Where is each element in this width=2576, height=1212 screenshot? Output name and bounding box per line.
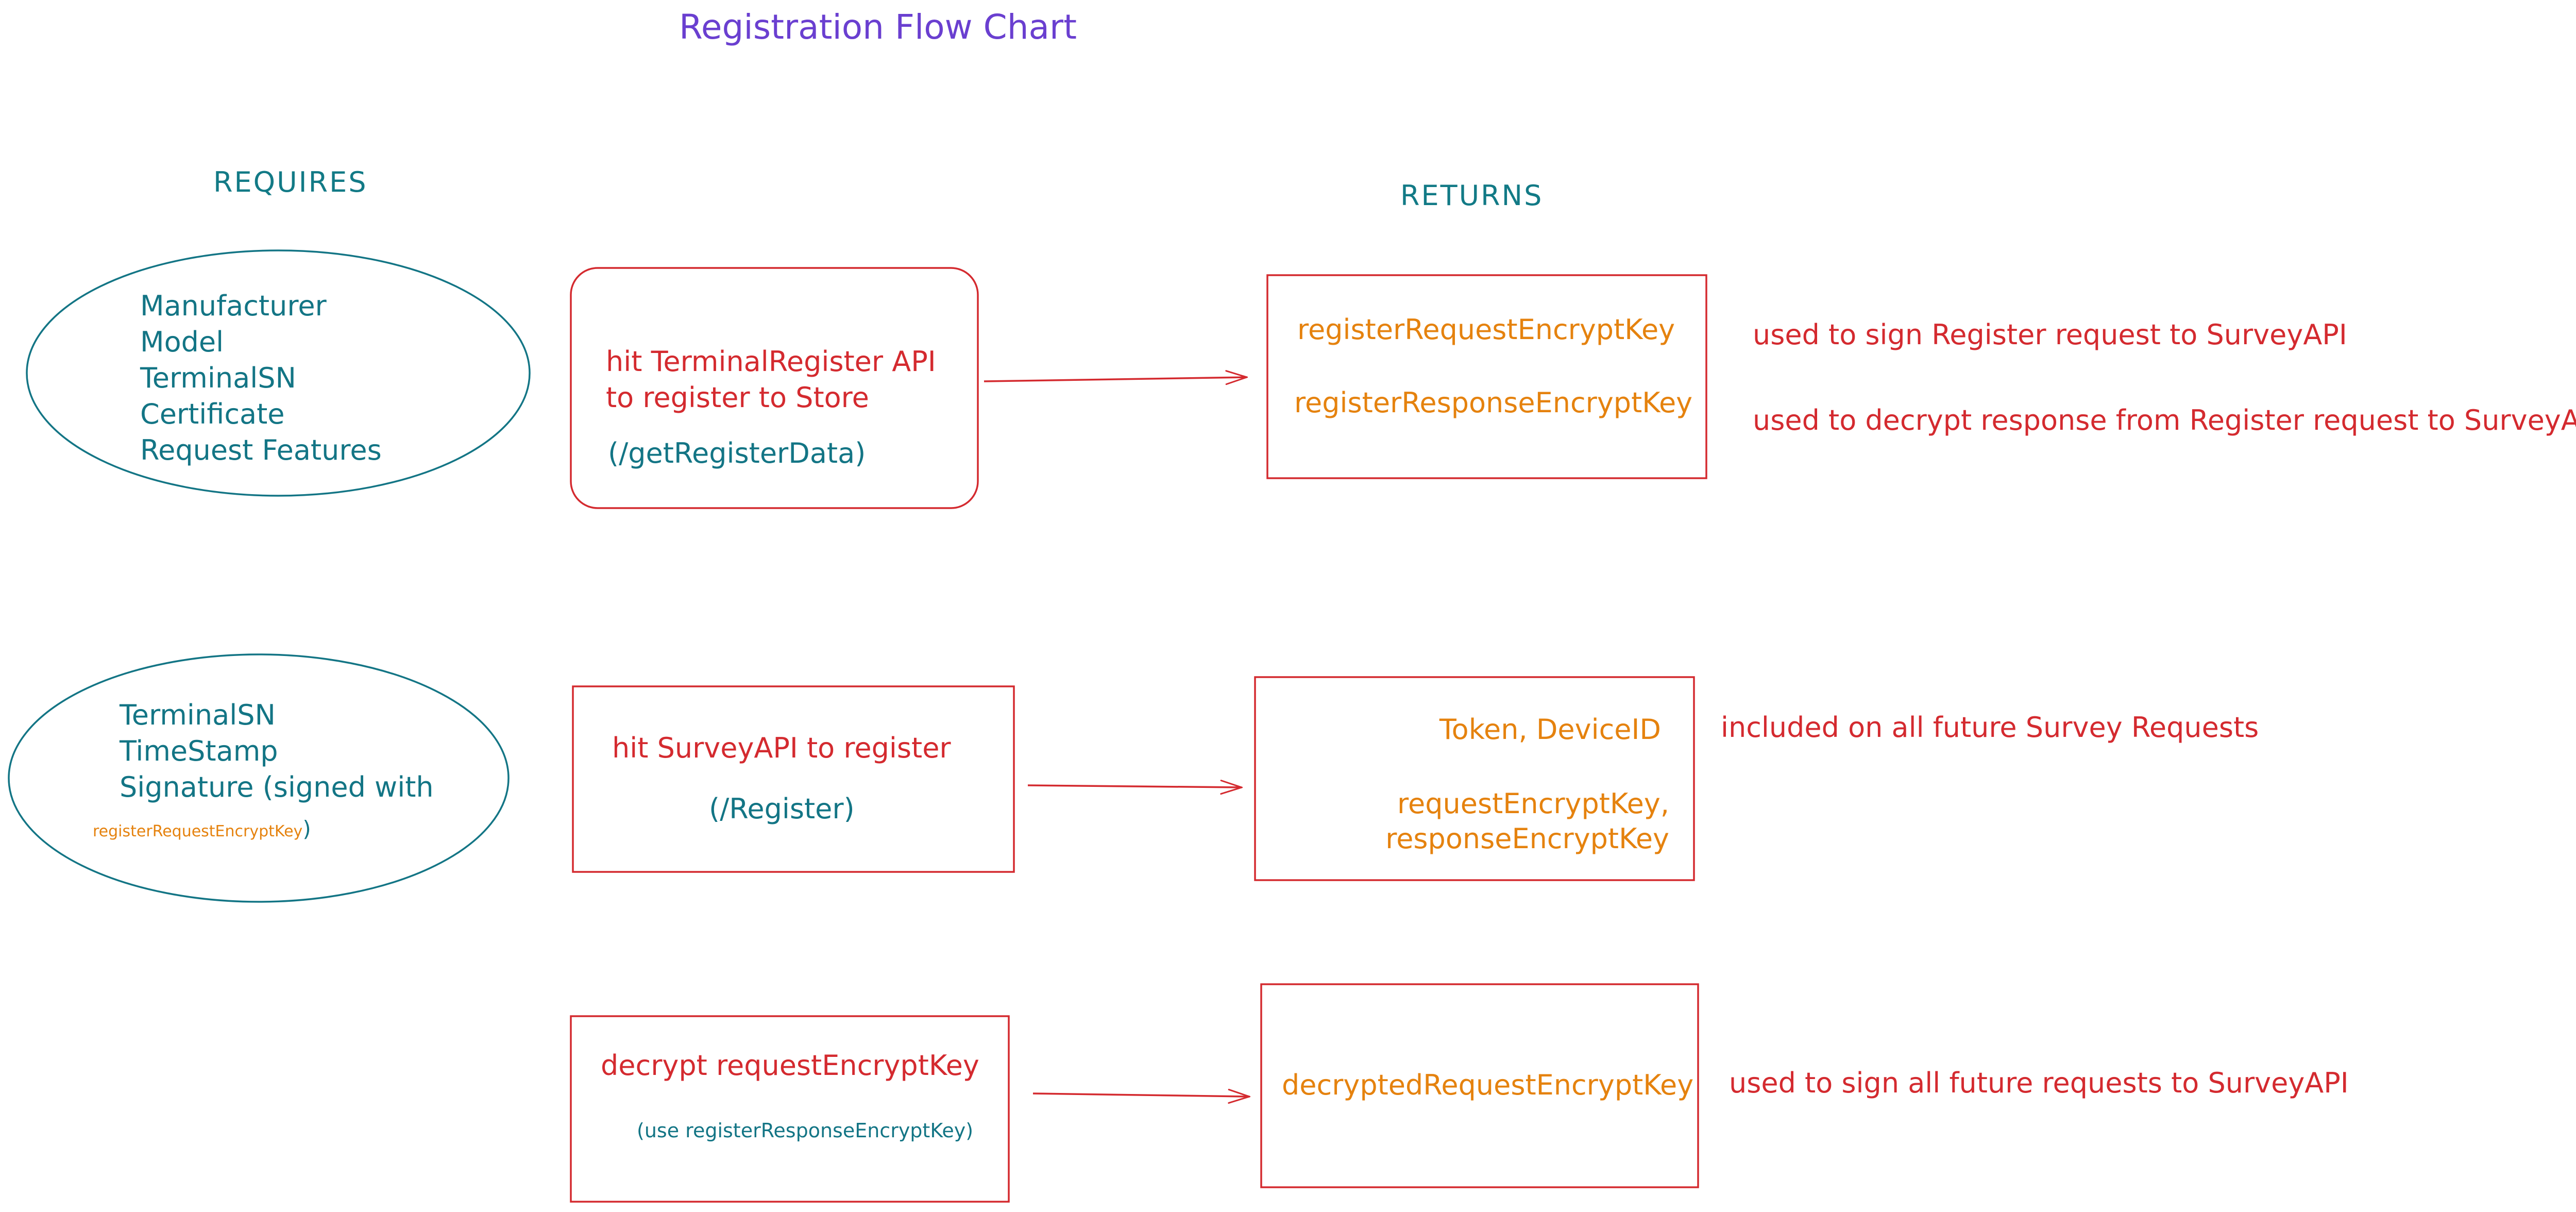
requires-ellipse-2 [8,653,510,903]
requires-2-close-paren: ) [302,816,311,841]
requires-1-item-request-features: Request Features [140,434,382,466]
note-1-sign: used to sign Register request to SurveyA… [1753,318,2347,351]
note-3-sign-future: used to sign all future requests to Surv… [1729,1067,2349,1099]
requires-ellipse-1 [26,249,531,497]
action-box-1 [570,267,979,509]
returns-1-key-request: registerRequestEncryptKey [1297,313,1675,346]
arrow-3 [1032,1093,1249,1097]
requires-1-item-certificate: Certificate [140,398,285,430]
note-2-included: included on all future Survey Requests [1721,711,2259,744]
diagram-title: Registration Flow Chart [679,7,1077,47]
returns-2-token: Token, DeviceID [1439,713,1661,746]
requires-2-item-terminalsn: TerminalSN [120,699,276,731]
requires-2-key-name: registerRequestEncryptKey [93,822,303,840]
action-1-endpoint: (/getRegisterData) [608,437,866,469]
returns-2-request-key: requestEncryptKey, [1397,787,1669,820]
requires-2-item-timestamp: TimeStamp [120,735,278,767]
action-2-endpoint: (/Register) [709,793,855,825]
requires-1-item-terminalsn: TerminalSN [140,362,296,394]
arrow-2 [1027,785,1242,787]
returns-1-key-response: registerResponseEncryptKey [1294,386,1693,419]
returns-header: RETURNS [1400,179,1544,212]
requires-1-item-manufacturer: Manufacturer [140,290,327,322]
returns-box-3 [1260,983,1699,1188]
action-1-line-1: hit TerminalRegister API [606,345,936,378]
returns-box-2 [1254,676,1695,881]
action-1-line-2: to register to Store [606,381,869,414]
action-3-line-1: decrypt requestEncryptKey [601,1049,979,1082]
returns-box-1 [1266,274,1707,479]
returns-2-response-key: responseEncryptKey [1385,822,1669,855]
note-1-decrypt: used to decrypt response from Register r… [1753,404,2576,436]
action-box-2 [572,685,1015,873]
action-3-hint: (use registerResponseEncryptKey) [637,1119,974,1142]
requires-1-item-model: Model [140,326,224,358]
action-2-line-1: hit SurveyAPI to register [612,732,951,764]
arrow-1 [984,377,1247,381]
requires-2-item-signature: Signature (signed with [120,771,434,803]
requires-header: REQUIRES [213,166,368,198]
requires-2-signature-key: registerRequestEncryptKey) [93,816,311,842]
action-box-3 [570,1015,1010,1203]
returns-3-decrypted-key: decryptedRequestEncryptKey [1282,1069,1694,1101]
